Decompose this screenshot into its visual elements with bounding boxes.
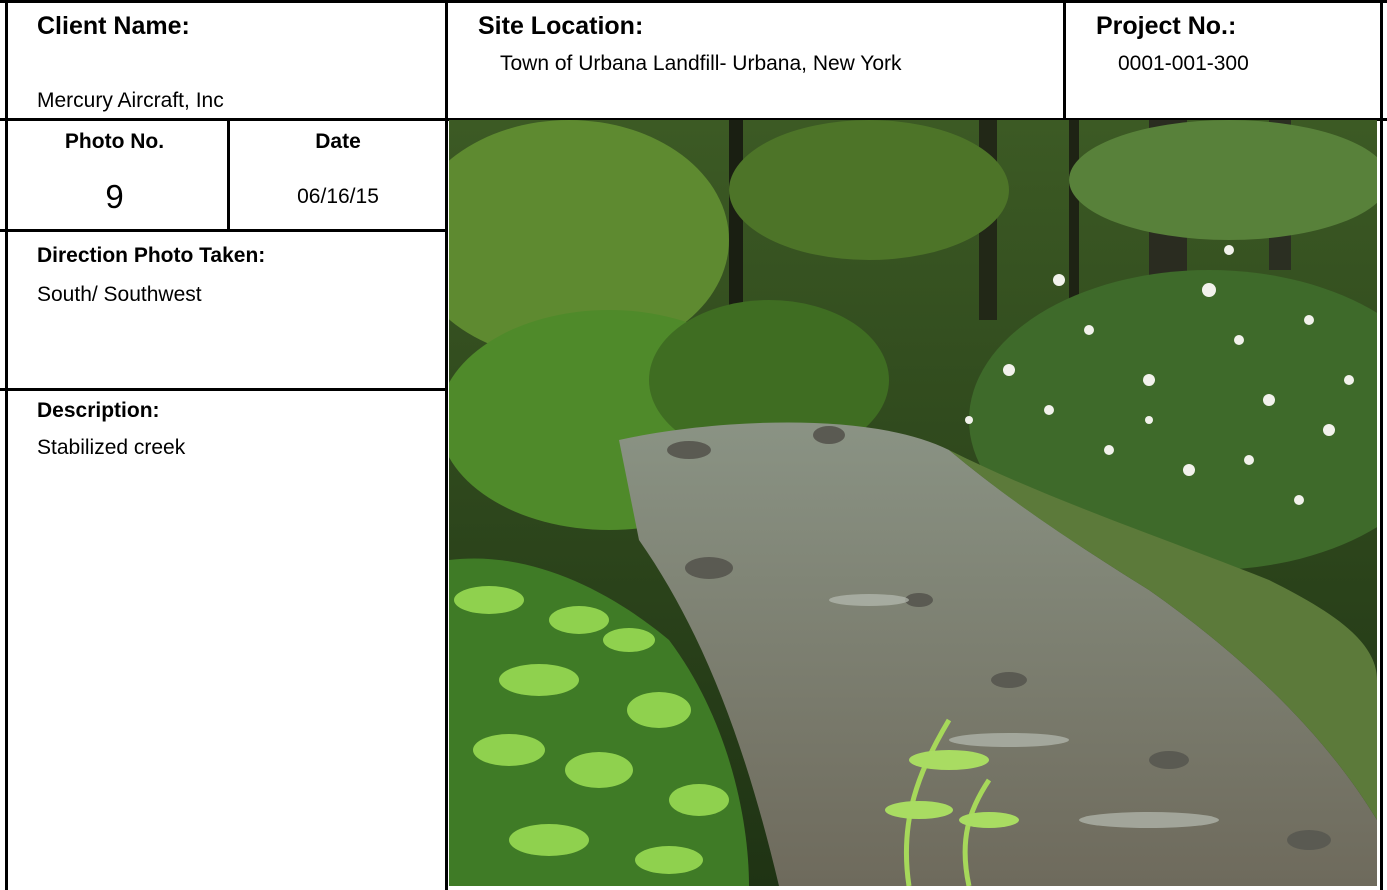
date-label: Date [315, 130, 361, 153]
site-project-divider [1063, 0, 1066, 121]
photo-no-value: 9 [105, 178, 124, 215]
photo-date-divider [227, 121, 230, 231]
photo-no-label: Photo No. [64, 130, 165, 153]
description-label: Description: [37, 399, 160, 422]
photo-no-divider [0, 229, 446, 232]
direction-divider [0, 388, 446, 391]
date-value: 06/16/15 [297, 185, 379, 208]
top-border [0, 0, 1387, 3]
header-divider [0, 118, 1387, 121]
client-name-label: Client Name: [37, 12, 190, 40]
direction-value: South/ Southwest [37, 283, 202, 306]
right-border [1380, 0, 1383, 890]
project-no-label: Project No.: [1096, 12, 1237, 40]
project-no-value: 0001-001-300 [1118, 52, 1249, 75]
client-name-value: Mercury Aircraft, Inc [37, 89, 224, 112]
left-border [5, 0, 8, 890]
site-location-value: Town of Urbana Landfill- Urbana, New Yor… [500, 52, 902, 75]
creek-photo-illustration [449, 120, 1377, 886]
client-site-divider [445, 0, 448, 890]
site-location-label: Site Location: [478, 12, 644, 40]
site-photo [449, 120, 1377, 886]
direction-label: Direction Photo Taken: [37, 244, 266, 267]
description-value: Stabilized creek [37, 436, 186, 459]
